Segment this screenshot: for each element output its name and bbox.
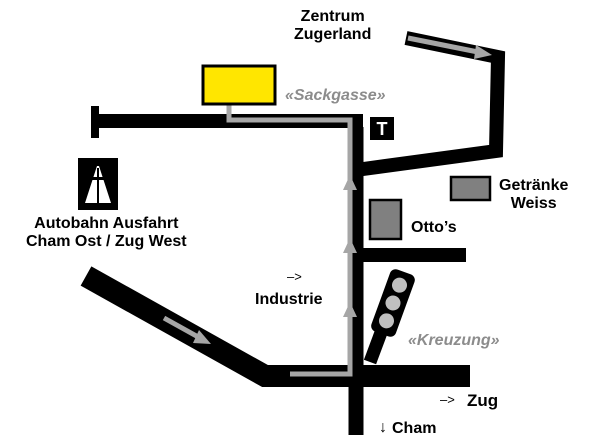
taxi-sign-icon: T [370, 117, 394, 140]
label-autobahn-ausfahrt: Autobahn Ausfahrt Cham Ost / Zug West [26, 215, 187, 251]
building-getraenke-weiss [449, 175, 492, 202]
label-zentrum-line1: Zentrum [300, 8, 365, 25]
road-autobahn-exit [80, 266, 470, 387]
label-ottos: Otto’s [411, 219, 457, 236]
label-zug: Zug [467, 391, 499, 410]
roads [80, 31, 506, 435]
building-ottos [368, 198, 403, 241]
label-zentrum-line2: Zugerland [294, 25, 372, 43]
label-getraenke-line2: Weiss [510, 194, 557, 212]
arrowhead-autobahn [193, 330, 211, 344]
arrowhead-up-3 [343, 175, 357, 190]
label-zentrum-zugerland: Zentrum Zugerland [294, 8, 371, 44]
label-autobahn-line2: Cham Ost / Zug West [26, 232, 187, 250]
label-cham-arrow: ↓ [379, 419, 387, 436]
label-kreuzung: «Kreuzung» [408, 332, 500, 349]
label-sackgasse: «Sackgasse» [285, 87, 386, 104]
arrowhead-up-2 [343, 238, 357, 253]
label-getraenke-weiss: Getränke Weiss [499, 177, 568, 213]
arrowhead-up-1 [343, 302, 357, 317]
label-industrie: Industrie [255, 291, 323, 308]
motorway-sign-icon [78, 158, 118, 210]
label-getraenke-line1: Getränke [499, 177, 569, 194]
label-industrie-arrow: –> [287, 269, 302, 284]
arrowhead-zentrum [474, 45, 492, 59]
label-cham: Cham [392, 420, 437, 437]
route-zentrum-arrow-shaft [407, 35, 479, 55]
label-autobahn-line1: Autobahn Ausfahrt [34, 215, 179, 232]
traffic-light-icon [363, 269, 415, 365]
destination-marker [201, 64, 277, 106]
taxi-sign-letter: T [377, 119, 388, 139]
route-main-path [226, 90, 353, 377]
route-autobahn-arrow-shaft [162, 315, 202, 341]
label-zug-arrow: –> [440, 392, 455, 407]
route [162, 35, 479, 377]
